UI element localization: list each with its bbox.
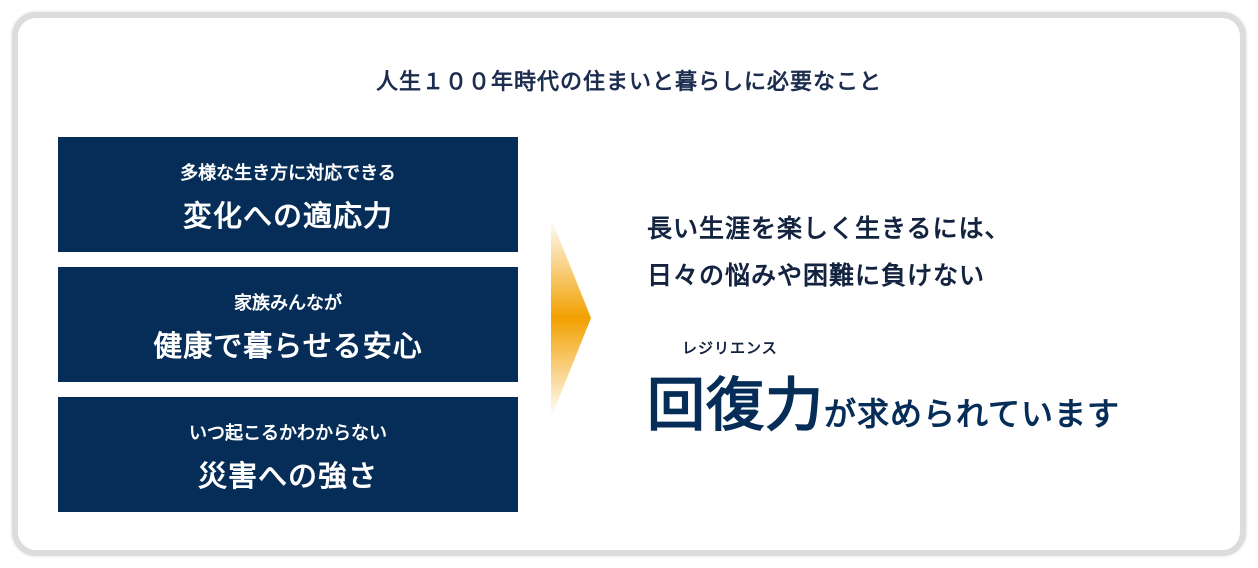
message-line-2: 日々の悩みや困難に負けない <box>647 261 986 290</box>
chevron-right-icon <box>551 218 591 418</box>
statement-rest: が求められています <box>824 395 1121 433</box>
factor-subtitle: いつ起こるかわからない <box>189 423 387 444</box>
factor-box-adaptability: 多様な生き方に対応できる 変化への適応力 <box>58 137 518 252</box>
page-heading: 人生１００年時代の住まいと暮らしに必要なこと <box>375 70 882 95</box>
factor-title: 災害への強さ <box>197 459 378 493</box>
keyword-reading: レジリエンス <box>682 339 778 357</box>
keyword-resilience: 回復力 <box>647 371 825 439</box>
resilience-statement: 回復力が求められています <box>647 358 1120 442</box>
message-line-1: 長い生涯を楽しく生きるには、 <box>647 214 1011 243</box>
factor-box-disaster: いつ起こるかわからない 災害への強さ <box>58 397 518 512</box>
factor-box-health: 家族みんなが 健康で暮らせる安心 <box>58 267 518 382</box>
factor-subtitle: 多様な生き方に対応できる <box>180 163 396 184</box>
factor-title: 健康で暮らせる安心 <box>153 329 423 363</box>
factor-title: 変化への適応力 <box>182 199 393 233</box>
factor-subtitle: 家族みんなが <box>234 293 342 314</box>
